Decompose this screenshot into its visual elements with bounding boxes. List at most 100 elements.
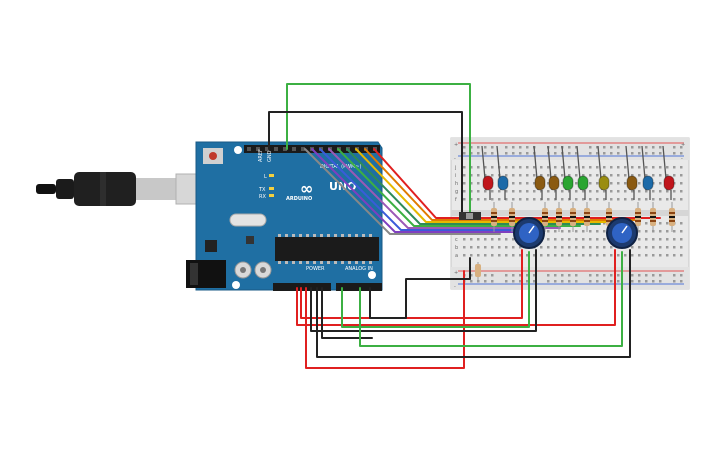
usb-cable[interactable] bbox=[36, 172, 213, 206]
hole bbox=[512, 190, 515, 193]
resistor-band bbox=[650, 216, 656, 218]
rail-hole bbox=[519, 280, 522, 283]
wire-red-5v-pot2[interactable] bbox=[296, 249, 616, 326]
hole bbox=[638, 198, 641, 201]
wire-purple[interactable] bbox=[311, 148, 521, 233]
analog-header-label: ANALOG IN bbox=[345, 266, 373, 272]
hole bbox=[603, 166, 606, 169]
hole bbox=[582, 198, 585, 201]
wire-green-a0[interactable] bbox=[341, 251, 530, 328]
power-jack-inner bbox=[190, 263, 198, 285]
hole bbox=[638, 182, 641, 185]
hole bbox=[638, 190, 641, 193]
led bbox=[497, 175, 509, 191]
rail-hole bbox=[596, 152, 599, 155]
hole bbox=[631, 190, 634, 193]
rail-hole bbox=[617, 280, 620, 283]
rail-hole bbox=[470, 152, 473, 155]
wire-violet[interactable] bbox=[328, 148, 561, 229]
led-tx bbox=[269, 187, 274, 190]
hole bbox=[645, 190, 648, 193]
wire-black-button[interactable] bbox=[369, 257, 471, 319]
pot-indicator bbox=[528, 225, 535, 234]
hole bbox=[596, 198, 599, 201]
wire-black-gnd-pot2[interactable] bbox=[316, 249, 631, 358]
rail-hole bbox=[561, 274, 564, 277]
hole bbox=[617, 198, 620, 201]
hole bbox=[666, 246, 669, 249]
hole bbox=[519, 182, 522, 185]
hole bbox=[568, 190, 571, 193]
led bbox=[562, 175, 574, 191]
rail-hole bbox=[680, 280, 683, 283]
rail-hole bbox=[673, 146, 676, 149]
hole bbox=[498, 246, 501, 249]
rail-hole bbox=[638, 274, 641, 277]
hole bbox=[575, 230, 578, 233]
hole bbox=[652, 198, 655, 201]
bottom-power-rail bbox=[451, 267, 689, 289]
hole bbox=[519, 166, 522, 169]
hole bbox=[512, 182, 515, 185]
hole bbox=[596, 182, 599, 185]
minus-label: - bbox=[454, 284, 456, 290]
rail-hole bbox=[652, 274, 655, 277]
hole bbox=[477, 254, 480, 257]
hole bbox=[491, 198, 494, 201]
rail-hole bbox=[659, 146, 662, 149]
hole bbox=[554, 198, 557, 201]
hole bbox=[673, 198, 676, 201]
hole bbox=[561, 166, 564, 169]
chip-pins bbox=[278, 234, 372, 264]
led bbox=[534, 175, 546, 191]
hole bbox=[568, 166, 571, 169]
wire-green-a1[interactable] bbox=[359, 251, 623, 347]
mounting-hole bbox=[368, 271, 376, 279]
resistor-band bbox=[584, 212, 590, 214]
wire-black-gnd-pot1[interactable] bbox=[310, 249, 537, 332]
wire-gray[interactable] bbox=[304, 148, 501, 235]
wire-yellow[interactable] bbox=[355, 148, 621, 223]
hole bbox=[547, 198, 550, 201]
hole bbox=[610, 254, 613, 257]
potentiometer-2[interactable] bbox=[606, 217, 638, 249]
hole bbox=[533, 254, 536, 257]
hole bbox=[477, 198, 480, 201]
slide-switch[interactable] bbox=[459, 212, 481, 220]
rail-hole bbox=[484, 274, 487, 277]
resistor-band bbox=[635, 220, 641, 222]
hole bbox=[680, 238, 683, 241]
hole bbox=[575, 238, 578, 241]
rail-hole bbox=[505, 146, 508, 149]
hole bbox=[652, 190, 655, 193]
wire-black-top[interactable] bbox=[268, 111, 463, 219]
hole bbox=[666, 222, 669, 225]
wire-black-gnd[interactable] bbox=[321, 287, 373, 339]
resistor-band bbox=[556, 220, 562, 222]
resistor-band bbox=[542, 220, 548, 222]
switch-toggle[interactable] bbox=[466, 213, 473, 219]
potentiometer-1[interactable] bbox=[513, 217, 545, 249]
hole bbox=[666, 230, 669, 233]
hole bbox=[603, 190, 606, 193]
row-letter: h bbox=[455, 181, 458, 187]
wire-green-top[interactable] bbox=[286, 83, 471, 219]
power-header bbox=[273, 283, 331, 291]
hole bbox=[582, 238, 585, 241]
hole bbox=[561, 238, 564, 241]
hole bbox=[603, 174, 606, 177]
reset-button-cap[interactable] bbox=[209, 152, 217, 160]
hole bbox=[547, 230, 550, 233]
row-letter: c bbox=[455, 237, 458, 243]
hole bbox=[603, 246, 606, 249]
resistor-band bbox=[650, 212, 656, 214]
resistor-band bbox=[669, 212, 675, 214]
led-tx-label: TX bbox=[258, 187, 266, 193]
hole bbox=[680, 190, 683, 193]
wire-red-5v-rail[interactable] bbox=[305, 270, 465, 369]
rail-hole bbox=[680, 152, 683, 155]
wire-red-5v-pot1[interactable] bbox=[300, 249, 523, 319]
hole bbox=[652, 254, 655, 257]
rail-hole bbox=[575, 146, 578, 149]
hole bbox=[505, 174, 508, 177]
